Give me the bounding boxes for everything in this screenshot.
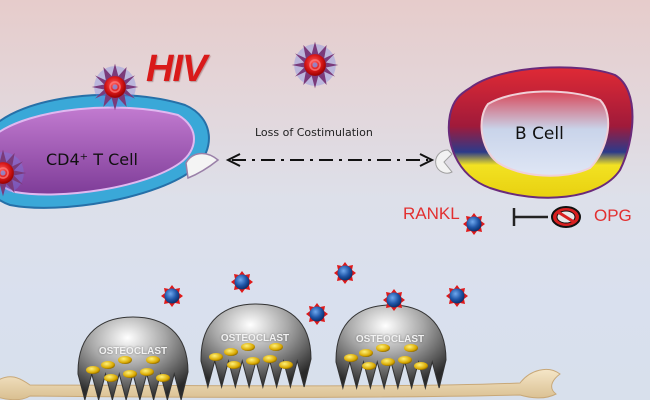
costimulation-arrow[interactable] [225,153,435,167]
cd4-t-cell [0,93,210,209]
hiv-virion-icon [290,40,340,90]
rankl-particle-icon [161,285,183,307]
osteoclast-label: OSTEOCLAST [220,333,290,344]
rankl-particle-icon [334,262,356,284]
t-cell-receptor [185,152,220,180]
hiv-title: HIV [146,48,207,90]
rankl-particle-icon [306,303,328,325]
granule [362,362,376,370]
rankl-particle-icon [231,271,253,293]
granule [104,374,118,382]
granule [241,343,255,351]
granule [376,344,390,352]
granule [224,348,238,356]
opg-label: OPG [594,206,632,225]
granule [146,356,160,364]
rankl-label: RANKL [403,204,460,223]
granule [209,353,223,361]
granule [381,358,395,366]
granule [246,357,260,365]
inhibition-bar [512,208,548,226]
granule [263,355,277,363]
granule [404,344,418,352]
cd4-t-cell-label: CD4⁺ T Cell [46,150,138,169]
granule [414,362,428,370]
rankl-icon [463,213,485,235]
granule [344,354,358,362]
granule [118,356,132,364]
granule [156,374,170,382]
granule [359,349,373,357]
osteoclast [335,304,447,390]
granule [269,343,283,351]
b-cell-receptor [435,149,453,174]
costimulation-label: Loss of Costimulation [255,126,373,139]
rankl-particle-icon [383,289,405,311]
granule [123,370,137,378]
granule [140,368,154,376]
granule [398,356,412,364]
opg-icon [551,206,581,228]
granule [101,361,115,369]
osteoclast [77,316,189,400]
osteoclast [200,303,312,389]
osteoclast-label: OSTEOCLAST [98,346,168,357]
rankl-particle-icon [446,285,468,307]
b-cell-label: B Cell [515,124,564,144]
granule [279,361,293,369]
granule [227,361,241,369]
b-cell [447,66,634,199]
osteoclast-label: OSTEOCLAST [355,334,425,345]
granule [86,366,100,374]
